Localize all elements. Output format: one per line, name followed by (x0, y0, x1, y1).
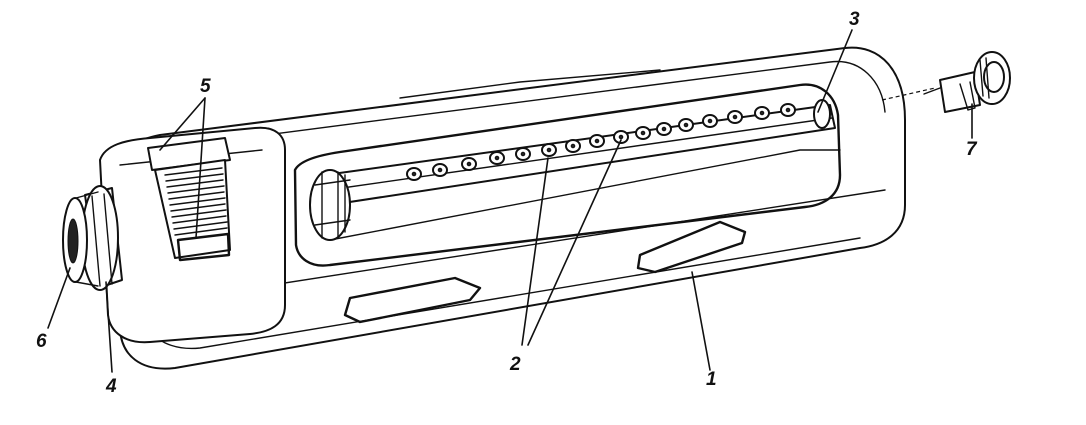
oscillating-tube (309, 99, 836, 241)
spray-width-adjuster (147, 137, 231, 262)
callout-5: 5 (200, 76, 211, 97)
callout-2: 2 (509, 354, 521, 375)
leader-lines (47, 29, 973, 373)
callout-1: 1 (706, 369, 717, 390)
callout-4: 4 (105, 376, 117, 397)
callout-7: 7 (966, 139, 978, 160)
callout-6: 6 (36, 331, 47, 352)
callout-labels: 1 2 3 4 5 6 7 (36, 9, 978, 397)
leader-2a (521, 157, 549, 346)
leader-6 (47, 267, 71, 329)
callout-3: 3 (849, 9, 860, 30)
leader-2b (527, 139, 622, 346)
leader-3 (817, 29, 853, 113)
leader-5b (195, 97, 206, 239)
adjuster-ridges (164, 167, 228, 236)
leader-5a (159, 97, 206, 151)
hose-connector-assembly (62, 185, 123, 291)
leader-4 (105, 281, 113, 373)
leader-1 (691, 271, 711, 371)
nozzle-cleaning-tool (881, 51, 1011, 113)
nozzle-row (406, 103, 796, 181)
